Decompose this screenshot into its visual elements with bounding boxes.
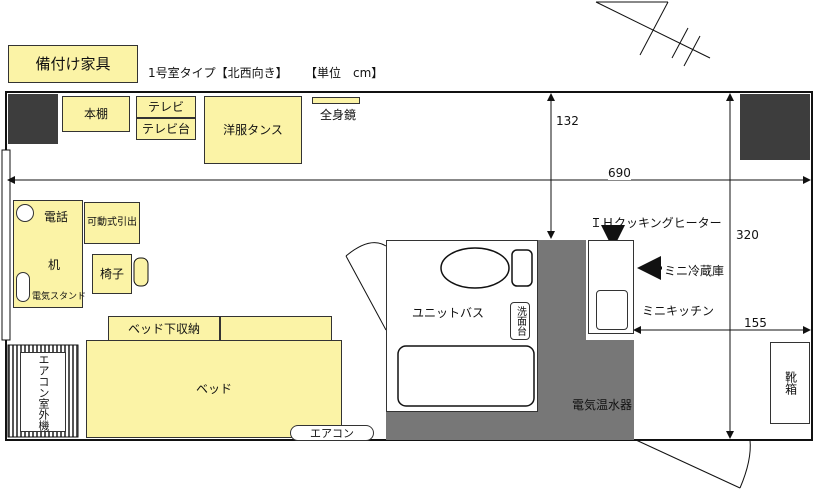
bathroom-wall <box>386 240 538 412</box>
washbasin-label: 洗面台 <box>514 306 526 336</box>
shaft-water-heater <box>586 340 634 440</box>
shoe-box-label: 靴箱 <box>783 371 798 395</box>
legend-furniture-label: 備付け家具 <box>8 45 138 83</box>
mini-kitchen-label: ミニキッチン <box>642 304 715 318</box>
shoe-box: 靴箱 <box>770 342 810 424</box>
movable-drawer: 可動式引出 <box>84 202 140 244</box>
phone <box>16 204 34 222</box>
desk-label: 机 <box>48 258 61 272</box>
stand <box>16 272 30 302</box>
bed: ベッド <box>86 340 342 438</box>
bookshelf: 本棚 <box>62 96 130 132</box>
dim-depth-132: 132 <box>556 114 579 128</box>
full-length-mirror <box>312 97 360 104</box>
shaft-vertical <box>538 240 586 440</box>
bed-storage-left: ベッド下収納 <box>108 316 220 342</box>
water-heater-label: 電気温水器 <box>572 398 633 412</box>
washbasin: 洗面台 <box>510 302 530 340</box>
corner-column-right <box>740 94 810 160</box>
dim-width-690: 690 <box>608 166 631 180</box>
phone-label: 電話 <box>44 210 69 224</box>
mini-fridge-label: ミニ冷蔵庫 <box>664 264 725 278</box>
bed-storage-right <box>220 316 332 342</box>
mini-sink <box>596 290 628 330</box>
room-type-label: 1号室タイプ【北西向き】 <box>148 66 288 80</box>
dim-height-320: 320 <box>736 228 759 242</box>
tv: テレビ <box>136 96 196 118</box>
ih-heater-label: ＩＨクッキングヒーター <box>590 216 722 230</box>
stand-label: 電気スタンド <box>32 292 87 302</box>
ac-outdoor-unit: エアコン室外機 <box>20 352 66 432</box>
tv-stand: テレビ台 <box>136 118 196 140</box>
corner-column-left <box>8 94 58 144</box>
unit-bath-label: ユニットバス <box>412 306 485 320</box>
aircon: エアコン <box>290 425 374 441</box>
unit-note-label: 【単位 cm】 <box>305 66 384 80</box>
wardrobe: 洋服タンス <box>204 96 302 164</box>
ac-outdoor-label: エアコン室外機 <box>37 353 51 431</box>
mirror-label: 全身鏡 <box>320 108 357 122</box>
chair: 椅子 <box>92 254 132 294</box>
dim-kitchen-155: 155 <box>744 316 767 330</box>
